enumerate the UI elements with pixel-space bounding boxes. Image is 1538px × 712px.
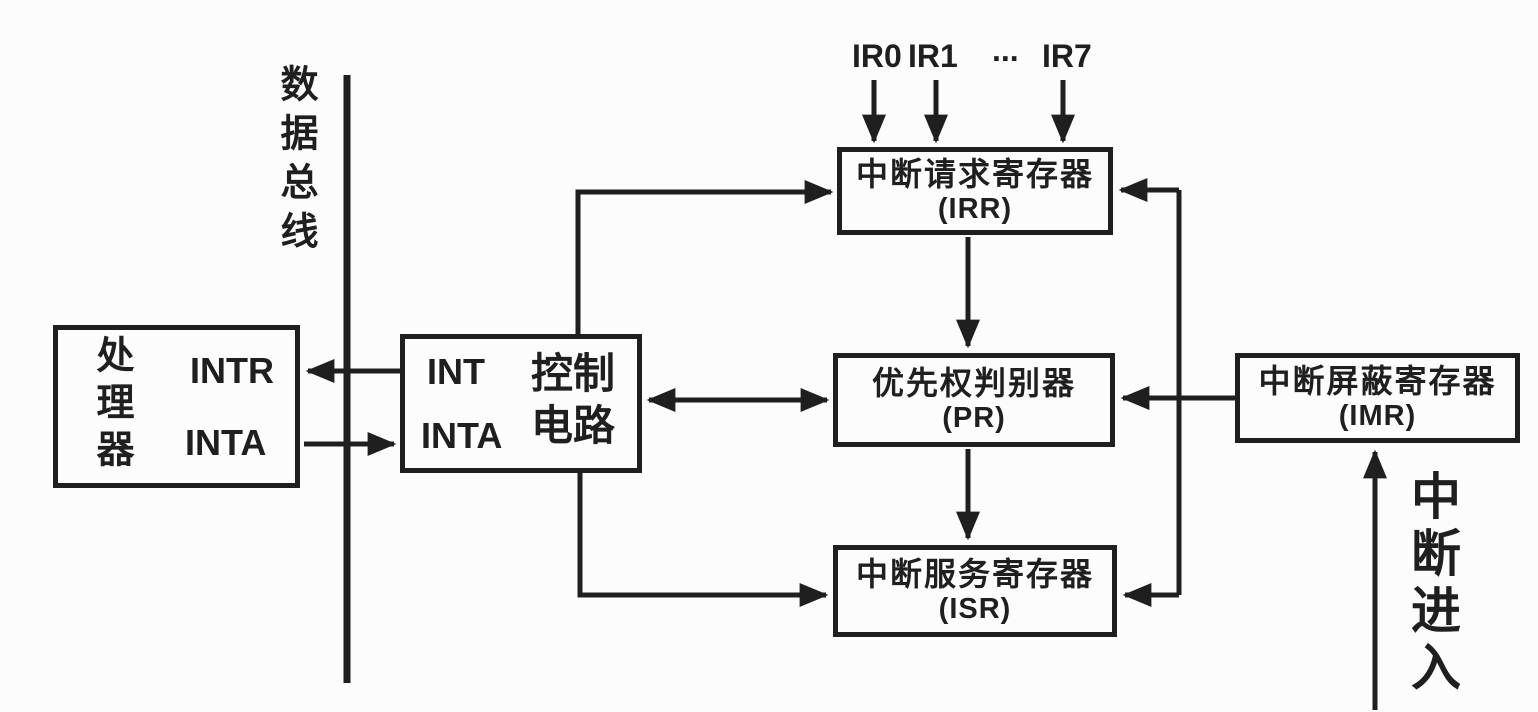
processor-intr-label: INTR bbox=[190, 350, 274, 391]
control-to-isr-wire bbox=[577, 471, 829, 607]
ir0-label: IR0 bbox=[852, 38, 902, 74]
imr-abbr: (IMR) bbox=[1338, 399, 1417, 432]
processor-box: 处理器 INTR INTA bbox=[53, 325, 300, 488]
isr-abbr: (ISR) bbox=[938, 592, 1012, 625]
imr-register-box: 中断屏蔽寄存器 (IMR) bbox=[1235, 353, 1520, 443]
ir7-label: IR7 bbox=[1042, 38, 1092, 74]
isr-register-box: 中断服务寄存器 (ISR) bbox=[833, 545, 1117, 637]
control-inta-label: INTA bbox=[421, 415, 503, 456]
pr-abbr: (PR) bbox=[942, 401, 1006, 434]
ir1-label: IR1 bbox=[908, 38, 958, 74]
control-int-label: INT bbox=[427, 351, 485, 392]
pr-register-box: 优先权判别器 (PR) bbox=[833, 353, 1115, 447]
irr-name: 中断请求寄存器 bbox=[855, 155, 1094, 192]
control-circuit-box: INT INTA 控制 电路 bbox=[400, 334, 642, 473]
irr-register-box: 中断请求寄存器 (IRR) bbox=[837, 147, 1113, 235]
control-to-irr-wire bbox=[575, 180, 834, 336]
control-label-line2: 电路 bbox=[531, 402, 616, 449]
irr-abbr: (IRR) bbox=[937, 192, 1013, 225]
control-label-line1: 控制 bbox=[531, 350, 616, 397]
imr-name: 中断屏蔽寄存器 bbox=[1258, 362, 1497, 399]
interrupt-in-label: 中断进入 bbox=[1404, 470, 1460, 698]
processor-label: 处理器 bbox=[90, 335, 132, 476]
pr-name: 优先权判别器 bbox=[871, 364, 1076, 401]
data-bus-label: 数据总线 bbox=[274, 64, 316, 260]
ir-ellipsis-label: ... bbox=[992, 32, 1019, 68]
processor-inta-label: INTA bbox=[185, 422, 267, 463]
isr-name: 中断服务寄存器 bbox=[855, 555, 1094, 592]
